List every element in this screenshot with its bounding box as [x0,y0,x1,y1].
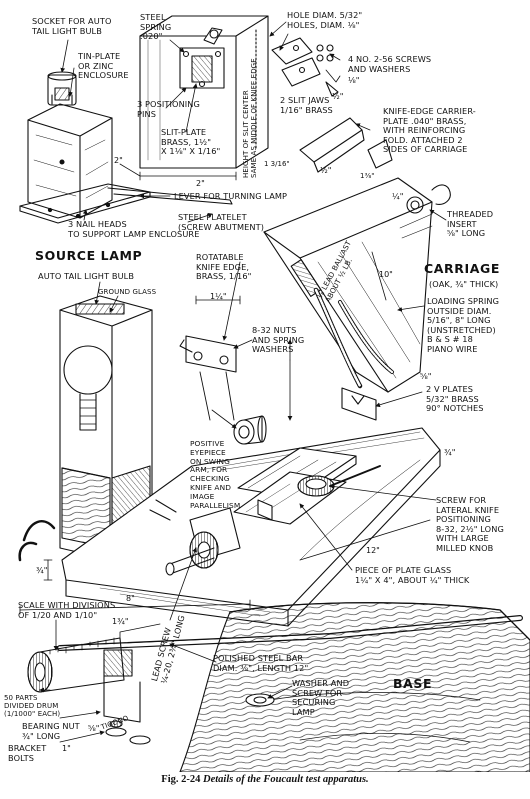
label-eyepiece: POSITIVE EYEPIECE ON SWING ARM, FOR CHEC… [190,439,241,510]
label-bracket-bolts: BRACKET BOLTS [8,743,47,763]
foucault-apparatus-drawing [18,15,530,772]
dim-1-8: ⅛" [348,76,360,85]
leader-lines [19,21,447,743]
dim-1-3-4: 1¾" [112,617,129,626]
figure-caption: Fig. 2-24 Details of the Foucault test a… [0,773,530,787]
label-steel-platelet: STEEL PLATELET (SCREW ABUTMENT) [178,212,265,232]
carriage-block [263,177,451,393]
label-rotatable-knife: ROTATABLE KNIFE EDGE, BRASS, 1/16" [196,252,252,281]
label-carriage: CARRIAGE [424,261,501,276]
figure-caption-text: Details of the Foucault test apparatus. [203,774,369,785]
label-v-plates: 2 V PLATES 5/32" BRASS 90° NOTCHES [426,384,484,413]
label-height-slit-center: HEIGHT OF SLIT CENTER SAME AS MIDDLE OF … [242,58,258,178]
knife-edge-carrier-plate [299,117,393,173]
label-plate-glass: PIECE OF PLATE GLASS 1¼" X 4", ABOUT ¼" … [355,565,470,585]
dim-10: 10" [379,270,393,279]
dim-3-4-base: ¾" [444,448,456,457]
dim-1-2-top: ½" [332,92,344,101]
dim-12: 12" [366,546,380,555]
dim-half-carrier: ½" [320,166,332,175]
dim-8: 8" [126,594,135,603]
dim-2-left: 2" [114,156,123,165]
label-auto-tail-bulb: AUTO TAIL LIGHT BULB [38,271,135,281]
label-source-lamp: SOURCE LAMP [35,248,143,263]
label-socket: SOCKET FOR AUTO TAIL LIGHT BULB [32,16,112,36]
dim-3-4-left: ¾" [36,566,48,575]
dim-5-8-b: ⅝" [88,724,100,733]
label-positioning-pins: 3 POSITIONING PINS [137,99,200,119]
label-threaded-insert: THREADED INSERT ⅝" LONG [447,209,494,238]
label-screw-lateral: SCREW FOR LATERAL KNIFE POSITIONING 8-32… [436,495,504,553]
label-ground-glass: GROUND GLASS [98,288,157,296]
label-hole-diam: HOLE DIAM. 5/32" HOLES, DIAM. ⅛" [287,10,363,30]
label-bearing-nut: BEARING NUT ¾" LONG [22,721,80,741]
label-polished-bar: POLISHED STEEL BAR DIAM. ⅜", LENGTH 12" [213,653,309,673]
label-washer-screw: WASHER AND SCREW FOR SECURING LAMP [292,678,350,717]
label-knife-edge-carrier: KNIFE-EDGE CARRIER- PLATE .040" BRASS, W… [383,106,476,154]
dim-1-1-4: 1¼" [210,292,227,301]
eyepiece [233,415,267,445]
lamp-base-plate [19,183,233,224]
label-carriage-sub: (OAK, ¾" THICK) [429,279,499,289]
label-nuts-washers: 8-32 NUTS AND SPRING WASHERS [252,325,305,354]
v-plates [257,387,377,521]
label-loading-spring: LOADING SPRING OUTSIDE DIAM. 5/16", 8" L… [427,296,500,354]
label-scale: SCALE WITH DIVISIONS OF 1/20 AND 1/10" [18,600,116,620]
label-slit-jaws: 2 SLIT JAWS 1/16" BRASS [280,95,333,115]
slit-plate-box [139,15,269,169]
dim-5-8: ⅝" [420,372,432,381]
label-nail-heads: 3 NAIL HEADS TO SUPPORT LAMP ENCLOSURE [68,219,200,239]
dim-1-3-16: 1 3/16" [264,160,290,168]
rotatable-knife-edge [179,335,237,421]
label-steel-spring: STEEL SPRING .020" [140,12,172,41]
loading-spring [313,287,394,389]
divided-drum [27,637,151,745]
base-block [61,427,441,627]
label-base: BASE [393,676,433,691]
dim-1-4: ¼" [392,192,404,201]
dim-2-top: 2" [196,179,205,188]
label-divided-drum: 50 PARTS DIVIDED DRUM (1/1000" EACH) [4,694,61,719]
figure-number: Fig. 2-24 [161,774,201,785]
label-slit-plate: SLIT-PLATE BRASS, 1½" X 1⅛" X 1/16" [161,127,221,156]
base-board [179,602,530,772]
lead-screw-assembly [149,499,241,576]
label-tinplate-enclosure: TIN-PLATE OR ZINC ENCLOSURE [78,51,129,80]
dim-1-3-8: 1⅜" [360,172,375,180]
label-lever: LEVER FOR TURNING LAMP [174,191,288,201]
label-screws: 4 No. 2-56 SCREWS AND WASHERS [348,54,432,74]
dim-1-bottom: 1" [62,744,71,753]
slit-jaws-detail [271,37,341,97]
